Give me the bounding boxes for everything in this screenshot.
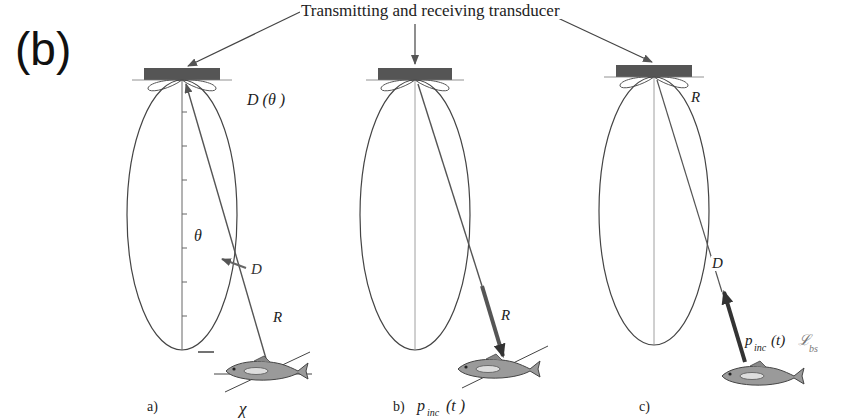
directivity-label: D — [711, 256, 724, 271]
panel-label: b) — [392, 400, 406, 414]
subscript: inc — [753, 343, 767, 353]
directivity-label: D (θ ) — [246, 92, 286, 108]
subscript: bs — [808, 344, 819, 354]
angle-label: θ — [193, 228, 203, 244]
pressure-symbol: p — [416, 398, 426, 414]
range-label: R — [500, 308, 511, 323]
panel-label: c) — [638, 400, 651, 414]
range-label: R — [272, 310, 283, 325]
tilt-label: χ — [238, 400, 247, 417]
pressure-symbol: (t) — [770, 333, 786, 348]
subscript: inc — [426, 408, 440, 418]
panel-letter: (b) — [14, 26, 72, 72]
pressure-symbol: (t ) — [445, 398, 466, 414]
range-label: R — [690, 90, 701, 105]
directivity-label: D — [250, 262, 263, 277]
panel-label: a) — [146, 400, 159, 414]
title-label: Transmitting and receiving transducer — [300, 2, 561, 19]
